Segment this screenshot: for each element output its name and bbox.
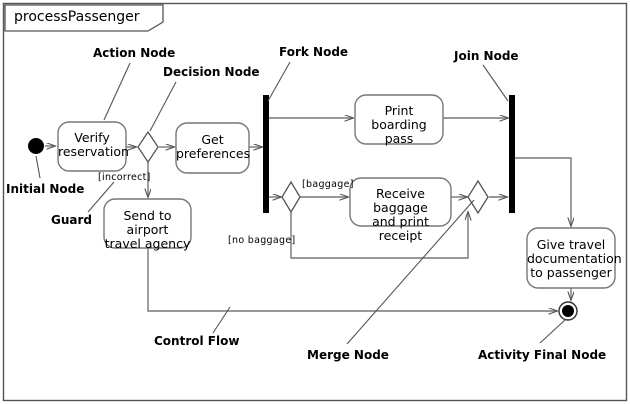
leader-guard: [87, 181, 115, 213]
action-node-get-preferences[interactable]: [175, 122, 250, 174]
guard-label-incorrect: [incorrect]: [98, 172, 151, 183]
annotation-merge-node: Merge Node: [307, 348, 389, 362]
action-node-give-travel-documentation-to-passenger[interactable]: [526, 227, 616, 289]
annotation-join-node: Join Node: [454, 49, 519, 63]
action-node-verify-reservation[interactable]: [57, 121, 127, 172]
annotation-decision-node: Decision Node: [163, 65, 260, 79]
initial-node[interactable]: [28, 138, 44, 154]
guard-label-no-baggage: [no baggage]: [228, 235, 296, 246]
action-node-print-boarding-pass[interactable]: [354, 94, 444, 145]
leader-merge-node: [346, 199, 475, 345]
annotation-guard: Guard: [51, 213, 92, 227]
flow-decision-baggage-to-merge: [290, 212, 468, 259]
decision-node-baggage[interactable]: [281, 180, 301, 214]
leader-decision-node: [149, 81, 177, 132]
action-nodes: [57, 94, 616, 289]
guard-label-baggage: [baggage]: [302, 179, 354, 190]
leader-activity-final-node: [539, 319, 566, 344]
leader-action-node: [103, 62, 131, 121]
control-nodes: [28, 95, 578, 321]
decision-node-reservation[interactable]: [137, 130, 159, 164]
leader-fork-node: [267, 61, 291, 102]
annotation-initial-node: Initial Node: [6, 182, 85, 196]
flow-send-airport-to-final: [147, 248, 557, 311]
leader-control-flow: [212, 306, 231, 334]
annotation-activity-final-node: Activity Final Node: [478, 348, 607, 362]
join-node[interactable]: [509, 95, 515, 213]
merge-node-baggage[interactable]: [467, 179, 489, 215]
annotation-action-node: Action Node: [93, 46, 176, 60]
annotation-control-flow: Control Flow: [154, 334, 240, 348]
leader-join-node: [482, 64, 509, 102]
leader-initial-node: [35, 155, 41, 179]
control-flow-edges: [45, 118, 571, 311]
frame-title: processPassenger: [14, 9, 140, 25]
action-node-send-to-airport-travel-agency[interactable]: [103, 198, 192, 249]
fork-node[interactable]: [263, 95, 269, 213]
annotation-fork-node: Fork Node: [279, 45, 349, 59]
annotation-leaders: [35, 61, 566, 345]
flow-join-to-give-documentation: [515, 157, 571, 226]
activity-final-node[interactable]: [558, 301, 578, 321]
action-node-receive-baggage-and-print-receipt[interactable]: [349, 177, 452, 227]
